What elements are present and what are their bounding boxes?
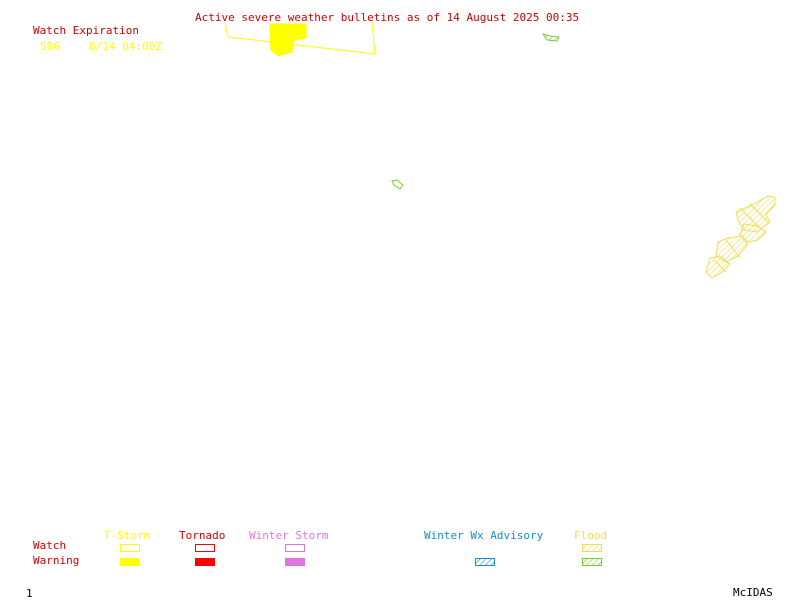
legend-tornado-label: Tornado [179, 529, 226, 542]
winter-storm-warning-swatch [285, 558, 305, 566]
legend-tstorm-label: T-Storm [104, 529, 151, 542]
legend-flood-label: Flood [574, 529, 608, 542]
map-title: Active severe weather bulletins as of 14… [195, 11, 580, 24]
winter-advisory-swatch [475, 558, 495, 566]
tornado-watch-swatch [195, 544, 215, 552]
software-label: McIDAS [733, 586, 773, 599]
watch-expiry-time: 8/14 04:00Z [89, 40, 162, 53]
watch-id: 586 [40, 40, 60, 53]
legend-watch-row-label: Watch [33, 539, 67, 552]
winter-storm-watch-swatch [285, 544, 305, 552]
tstorm-warning-polygon [269, 23, 307, 57]
watch-expiration-heading: Watch Expiration [33, 24, 139, 37]
flood-warning-polygon-ne [541, 33, 560, 42]
tornado-warning-swatch [195, 558, 215, 566]
frame-number: 1 [26, 587, 33, 600]
flood-watch-area-east [705, 195, 776, 279]
legend-winter-storm-label: Winter Storm [249, 529, 329, 542]
flood-watch-swatch [582, 544, 602, 552]
tstorm-watch-outline [224, 21, 376, 55]
tstorm-watch-swatch [120, 544, 140, 552]
flood-warning-polygon-center [391, 179, 404, 190]
legend-winter-advisory-label: Winter Wx Advisory [424, 529, 544, 542]
legend-warning-row-label: Warning [33, 554, 80, 567]
flood-warning-swatch [582, 558, 602, 566]
tstorm-warning-swatch [120, 558, 140, 566]
